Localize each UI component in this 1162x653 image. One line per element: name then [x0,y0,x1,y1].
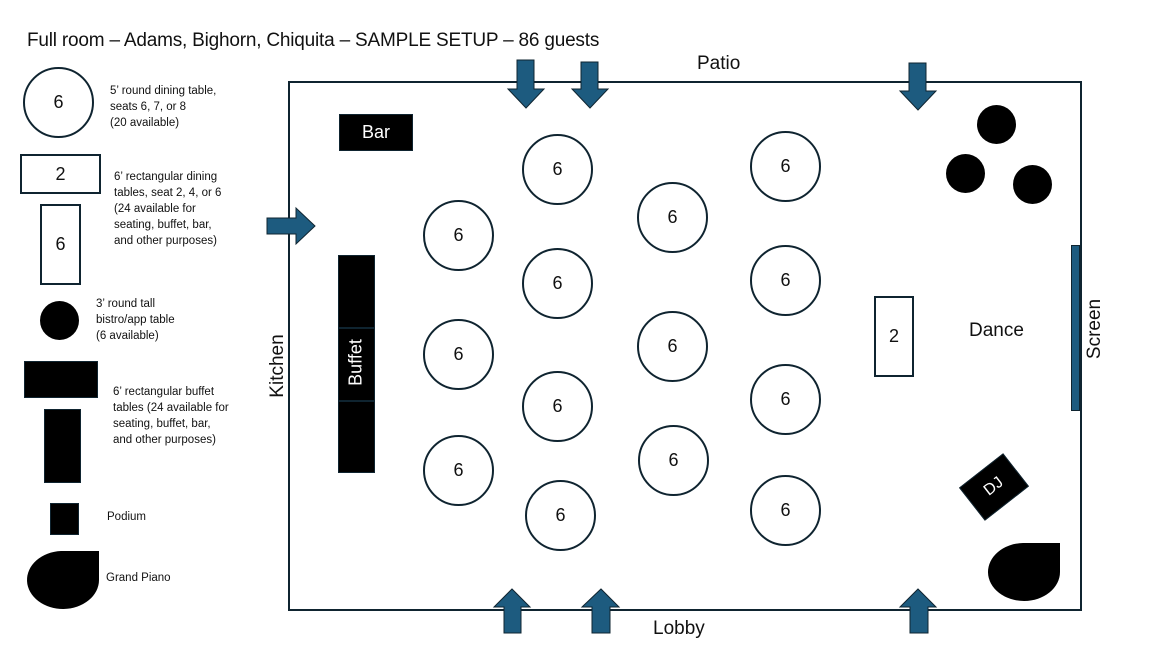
legend-piano-icon [27,551,99,609]
legend-text-line: seating, buffet, bar, [114,219,212,231]
round-dining-table: 6 [750,364,821,435]
buffet-label: Buffet [345,339,366,386]
legend-buffet-desc: 6’ rectangular buffet tables (24 availab… [113,384,229,448]
legend-buffet-table-horizontal [24,361,98,398]
round-table-seats: 6 [780,389,791,409]
legend-buffet-table-vertical [44,409,81,483]
screen [1071,245,1080,411]
legend-text-line: bistro/app table [96,314,175,326]
legend-text-line: (24 available for [114,203,196,215]
legend-round-table-seats: 6 [53,92,64,112]
round-dining-table: 6 [522,371,593,442]
rect-dining-table: 2 [874,296,914,377]
legend-text-line: seats 6, 7, or 8 [110,101,187,113]
patio-label: Patio [697,53,741,74]
legend-text-line: seating, buffet, bar, [113,418,211,430]
legend-rect-seats: 2 [55,163,66,184]
legend-rect-table-horizontal: 2 [20,154,101,194]
legend-rect-dining-desc: 6’ rectangular dining tables, seat 2, 4,… [114,169,221,249]
round-dining-table: 6 [423,319,494,390]
round-dining-table: 6 [423,200,494,271]
bar-label: Bar [361,122,390,142]
round-table-seats: 6 [780,270,791,290]
legend-text-line: and other purposes) [114,235,217,247]
legend-text-line: tables (24 available for [113,402,229,414]
dj-label: DJ [980,473,1007,500]
legend-text-line: and other purposes) [113,434,216,446]
legend-podium-label: Podium [107,511,146,523]
round-dining-table: 6 [522,134,593,205]
round-dining-table: 6 [750,131,821,202]
round-table-seats: 6 [552,159,563,179]
round-dining-table: 6 [637,311,708,382]
legend-bistro-desc: 3’ round tall bistro/app table (6 availa… [96,296,175,344]
round-table-seats: 6 [552,396,563,416]
lobby-entrance-arrow-icon [898,588,938,634]
legend-piano-label: Grand Piano [106,572,171,584]
legend-text-line: 6’ rectangular dining [114,171,218,183]
round-dining-table: 6 [637,182,708,253]
room-floorplan [288,81,1082,611]
round-table-seats: 6 [668,450,679,470]
round-dining-table: 6 [750,475,821,546]
bistro-table [977,105,1016,144]
bar-table: Bar [339,114,413,151]
buffet-table-segment [338,401,375,473]
dance-floor-label: Dance [969,320,1024,341]
lobby-entrance-arrow-icon [492,588,532,634]
grand-piano-icon [988,543,1060,601]
lobby-label: Lobby [653,618,705,639]
round-table-seats: 6 [453,460,464,480]
round-table-seats: 6 [453,344,464,364]
round-dining-table: 6 [522,248,593,319]
legend-round-table-desc: 5’ round dining table, seats 6, 7, or 8 … [110,83,216,131]
round-table-seats: 6 [555,505,566,525]
legend-text-line: (20 available) [110,117,180,129]
patio-entrance-arrow-icon [570,61,610,109]
legend-podium [50,503,79,535]
kitchen-entrance-arrow-icon [266,206,316,246]
rect-table-seats: 2 [888,326,899,346]
bistro-table [946,154,985,193]
round-dining-table: 6 [750,245,821,316]
legend-text-line: (6 available) [96,330,159,342]
round-table-seats: 6 [780,156,791,176]
round-table-seats: 6 [552,273,563,293]
legend-bistro-table [40,301,79,340]
legend-text-line: 6’ rectangular buffet [113,386,215,398]
legend-text-line: 3’ round tall [96,298,156,310]
round-dining-table: 6 [525,480,596,551]
lobby-entrance-arrow-icon [580,588,621,634]
round-table-seats: 6 [453,225,464,245]
legend-text-line: tables, seat 2, 4, or 6 [114,187,222,199]
patio-entrance-arrow-icon [506,59,546,109]
round-dining-table: 6 [423,435,494,506]
legend-round-table: 6 [23,67,94,138]
buffet-tables: Buffet [338,255,375,473]
bistro-table [1013,165,1052,204]
buffet-table-segment [338,255,375,328]
screen-label: Screen [1084,298,1105,360]
round-table-seats: 6 [667,336,678,356]
legend-rect-table-vertical: 6 [40,204,81,285]
patio-entrance-arrow-icon [898,62,938,111]
page-title: Full room – Adams, Bighorn, Chiquita – S… [27,30,600,51]
buffet-table-segment [338,328,375,401]
round-table-seats: 6 [780,500,791,520]
legend-rect-seats: 6 [55,234,66,254]
kitchen-label: Kitchen [267,334,288,398]
round-table-seats: 6 [667,207,678,227]
round-dining-table: 6 [638,425,709,496]
legend-text-line: 5’ round dining table, [110,85,217,97]
